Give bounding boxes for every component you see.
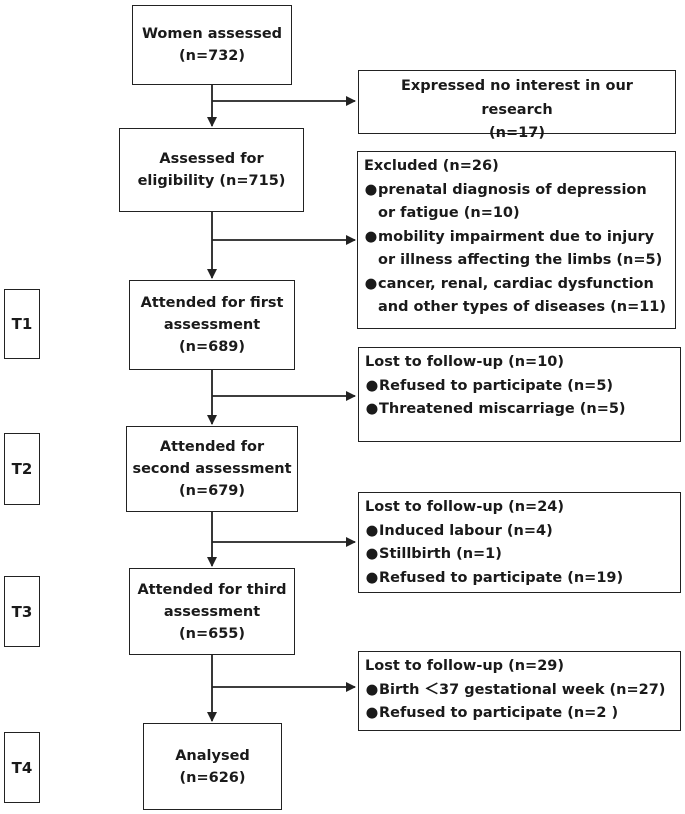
- analysed-title: Analysed: [175, 747, 250, 764]
- bullet-icon: ●: [364, 228, 378, 245]
- excluded-item-text-cont: and other types of diseases (n=11): [378, 299, 667, 315]
- eligibility-box: Assessed for eligibility (n=715): [119, 128, 304, 212]
- lost-followup-item: ●Induced labour (n=4): [365, 520, 674, 544]
- excluded-box: Excluded (n=26) ●prenatal diagnosis of d…: [357, 151, 676, 329]
- lost-followup-item: ●Stillbirth (n=1): [365, 543, 674, 567]
- no-interest-line1: Expressed no interest in our research: [401, 78, 633, 118]
- second-assessment-line2: second assessment: [132, 461, 292, 477]
- lost-followup-2-title: Lost to follow-up (n=24): [365, 499, 564, 515]
- eligibility-line1: Assessed for: [159, 151, 264, 167]
- analysed-count: (n=626): [179, 769, 246, 786]
- lost-followup-item: ●Refused to participate (n=2 ): [365, 702, 674, 726]
- bullet-icon: ●: [365, 569, 379, 586]
- second-assessment-count: (n=679): [179, 483, 245, 499]
- first-assessment-line1: Attended for first: [140, 295, 284, 311]
- lost-followup-item: ●Refused to participate (n=5): [365, 375, 674, 399]
- first-assessment-count: (n=689): [179, 339, 245, 355]
- excluded-item-text-cont: or fatigue (n=10): [378, 205, 520, 221]
- timepoint-t2: T2: [4, 433, 40, 505]
- lost-followup-item-text: Refused to participate (n=5): [379, 377, 614, 394]
- lost-followup-3-box: Lost to follow-up (n=29) ●Birth ＜37 gest…: [358, 651, 681, 731]
- bullet-icon: ●: [364, 181, 378, 198]
- timepoint-t1: T1: [4, 289, 40, 359]
- excluded-title: Excluded (n=26): [364, 158, 499, 174]
- bullet-icon: ●: [365, 681, 379, 698]
- excluded-item-text-cont: or illness affecting the limbs (n=5): [378, 252, 663, 268]
- first-assessment-box: Attended for first assessment (n=689): [129, 280, 295, 370]
- lost-followup-item-text: Stillbirth (n=1): [379, 546, 502, 562]
- lost-followup-item: ●Refused to participate (n=19): [365, 567, 674, 591]
- lost-followup-item-text: Refused to participate (n=2 ): [379, 705, 619, 721]
- bullet-icon: ●: [365, 377, 379, 394]
- bullet-icon: ●: [365, 705, 379, 721]
- excluded-item: ●prenatal diagnosis of depression: [364, 179, 669, 203]
- lost-followup-item-text: Refused to participate (n=19): [379, 569, 624, 586]
- bullet-icon: ●: [365, 401, 379, 417]
- women-assessed-title: Women assessed: [141, 26, 283, 42]
- second-assessment-box: Attended for second assessment (n=679): [126, 426, 298, 512]
- first-assessment-line2: assessment: [163, 317, 261, 333]
- bullet-icon: ●: [364, 275, 378, 292]
- bullet-icon: ●: [365, 546, 379, 562]
- excluded-item-text: cancer, renal, cardiac dysfunction: [378, 275, 654, 292]
- eligibility-line2: eligibility (n=715): [137, 173, 286, 189]
- third-assessment-line2: assessment: [163, 603, 261, 620]
- lost-followup-1-box: Lost to follow-up (n=10) ●Refused to par…: [358, 347, 681, 442]
- no-interest-count: (n=17): [489, 125, 545, 141]
- lost-followup-item: ●Threatened miscarriage (n=5): [365, 398, 674, 422]
- second-assessment-line1: Attended for: [159, 439, 265, 455]
- lost-followup-item-text: Induced labour (n=4): [379, 522, 553, 539]
- analysed-box: Analysed (n=626): [143, 723, 282, 810]
- excluded-item: ●mobility impairment due to injury: [364, 226, 669, 250]
- lost-followup-2-box: Lost to follow-up (n=24) ●Induced labour…: [358, 492, 681, 593]
- lost-followup-item: ●Birth ＜37 gestational week (n=27): [365, 679, 674, 703]
- excluded-item: ●cancer, renal, cardiac dysfunction: [364, 273, 669, 297]
- third-assessment-line1: Attended for third: [137, 581, 287, 598]
- third-assessment-box: Attended for third assessment (n=655): [129, 568, 295, 655]
- no-interest-box: Expressed no interest in our research (n…: [358, 70, 676, 141]
- lost-followup-1-title: Lost to follow-up (n=10): [365, 354, 564, 370]
- lost-followup-3-title: Lost to follow-up (n=29): [365, 658, 564, 674]
- third-assessment-count: (n=655): [179, 625, 245, 642]
- excluded-item-text: mobility impairment due to injury: [378, 228, 655, 245]
- timepoint-t3: T3: [4, 576, 40, 647]
- lost-followup-item-text: Threatened miscarriage (n=5): [379, 401, 626, 417]
- excluded-item-text: prenatal diagnosis of depression: [378, 181, 647, 198]
- lost-followup-item-text: Birth ＜37 gestational week (n=27): [379, 681, 666, 698]
- women-assessed-count: (n=732): [179, 48, 245, 64]
- bullet-icon: ●: [365, 522, 379, 539]
- timepoint-t4: T4: [4, 732, 40, 803]
- women-assessed-box: Women assessed (n=732): [132, 5, 292, 85]
